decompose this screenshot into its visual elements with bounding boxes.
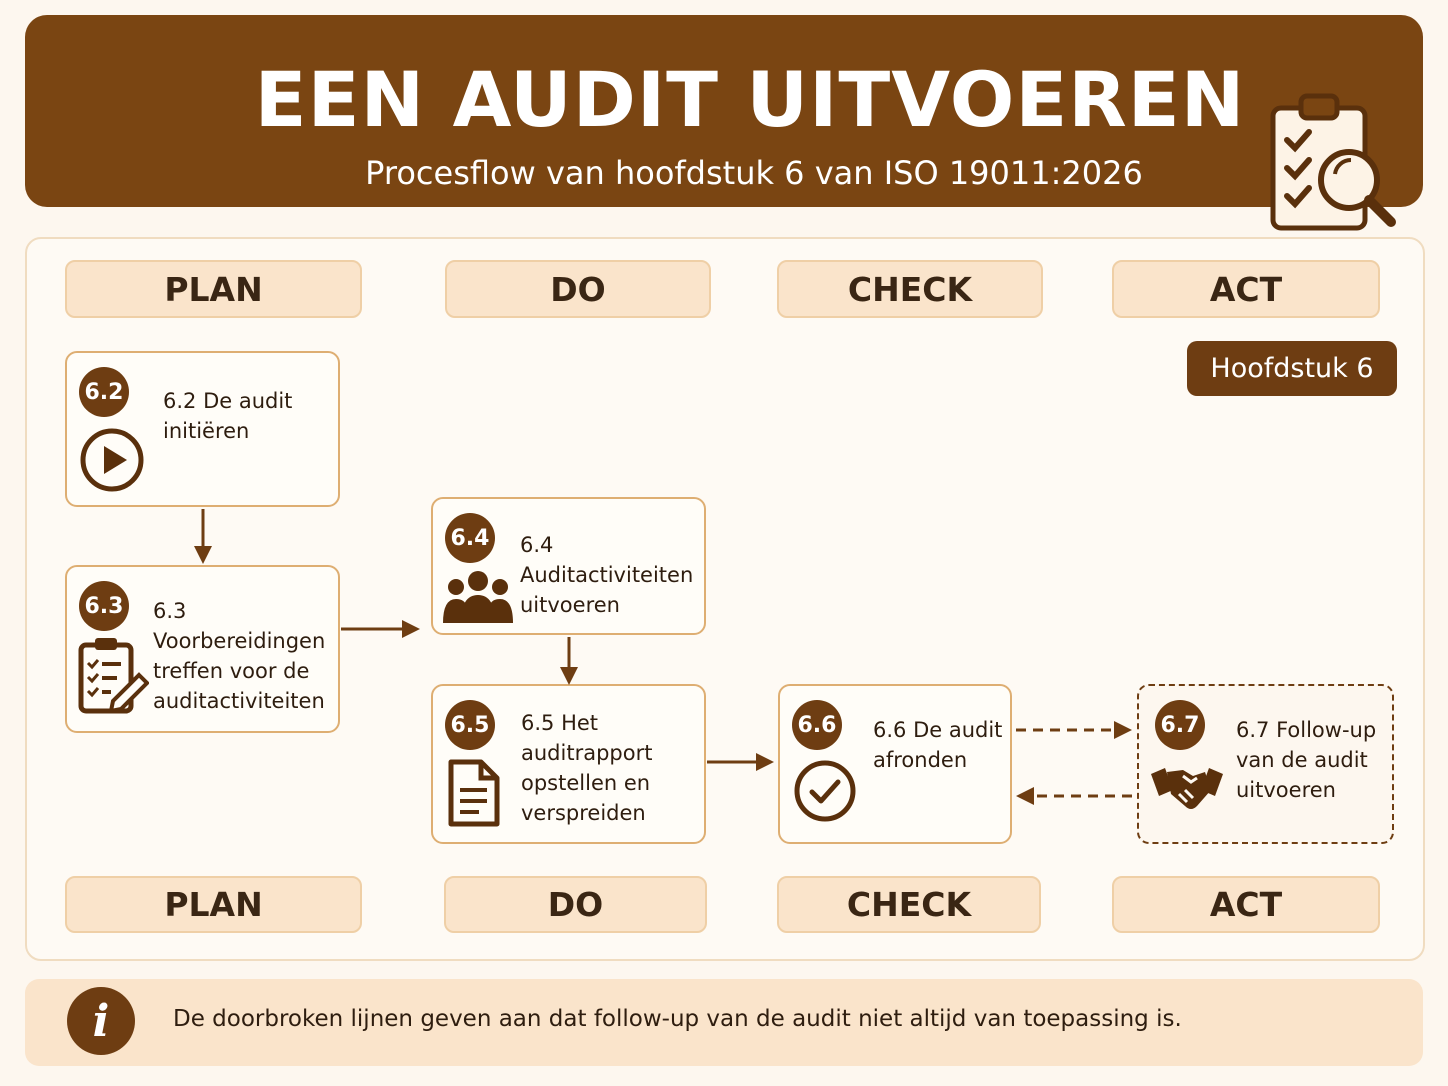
info-icon: i	[67, 987, 135, 1055]
phase-check-bottom: CHECK	[777, 876, 1041, 933]
step-6-6[interactable]: 6.6 6.6 De audit afronden	[778, 684, 1012, 844]
step-label-line: van de audit	[1236, 748, 1368, 772]
step-6-2[interactable]: 6.2 6.2 De audit initiëren	[65, 351, 340, 507]
step-number-badge: 6.2	[79, 367, 129, 417]
step-number-badge: 6.7	[1155, 700, 1205, 750]
phase-do-bottom: DO	[444, 876, 707, 933]
step-label-line: 6.5 Het	[521, 711, 599, 735]
phase-act-top: ACT	[1112, 260, 1380, 318]
step-label: 6.7 Follow-up van de audit uitvoeren	[1236, 715, 1376, 805]
step-6-4[interactable]: 6.4 6.4 Auditactiviteiten uitvoeren	[431, 497, 706, 635]
phase-do-top: DO	[445, 260, 711, 318]
step-6-5[interactable]: 6.5 6.5 Het auditrapport opstellen en ve…	[431, 684, 706, 844]
handshake-icon	[1151, 768, 1223, 809]
footer-note: De doorbroken lijnen geven aan dat follo…	[173, 1006, 1182, 1032]
clipboard-pen-icon	[78, 638, 149, 714]
step-6-7[interactable]: 6.7 6.7 Follow-up van de audit uitvoeren	[1137, 684, 1394, 844]
phase-plan-top: PLAN	[65, 260, 362, 318]
phase-check-top: CHECK	[777, 260, 1043, 318]
step-label: 6.5 Het auditrapport opstellen en verspr…	[521, 708, 652, 828]
step-number-badge: 6.5	[445, 700, 495, 750]
step-label-line: 6.6 De audit	[873, 718, 1003, 742]
document-icon	[448, 759, 500, 827]
step-label-line: 6.2 De audit	[163, 389, 293, 413]
step-label-line: 6.4 Auditactiviteiten	[520, 533, 694, 587]
step-label-line: uitvoeren	[520, 593, 620, 617]
step-label-line: opstellen en	[521, 771, 651, 795]
phase-plan-bottom: PLAN	[65, 876, 362, 933]
clipboard-checklist-magnifier-icon	[1270, 93, 1396, 231]
chapter-badge: Hoofdstuk 6	[1187, 341, 1397, 396]
step-label-line: verspreiden	[521, 801, 646, 825]
step-label-line: treffen voor de	[153, 659, 310, 683]
step-label-line: uitvoeren	[1236, 778, 1336, 802]
step-number-badge: 6.4	[445, 513, 495, 563]
step-label: 6.2 De audit initiëren	[163, 386, 292, 446]
step-6-3[interactable]: 6.3 6.3 Voorbereidingen treffen voor de …	[65, 565, 340, 733]
info-footer: i De doorbroken lijnen geven aan dat fol…	[25, 979, 1423, 1066]
step-label: 6.3 Voorbereidingen treffen voor de audi…	[153, 596, 338, 716]
step-label: 6.4 Auditactiviteiten uitvoeren	[520, 530, 704, 620]
phase-act-bottom: ACT	[1112, 876, 1380, 933]
step-number-badge: 6.3	[79, 581, 129, 631]
group-icon	[443, 571, 513, 623]
page-subtitle: Procesflow van hoofdstuk 6 van ISO 19011…	[365, 154, 1143, 192]
play-icon	[80, 428, 144, 492]
step-label-line: auditactiviteiten	[153, 689, 325, 713]
step-label-line: auditrapport	[521, 741, 653, 765]
step-label-line: 6.7 Follow-up	[1236, 718, 1377, 742]
step-number-badge: 6.6	[792, 700, 842, 750]
header-banner: EEN AUDIT UITVOEREN Procesflow van hoofd…	[25, 15, 1423, 231]
page-title: EEN AUDIT UITVOEREN	[254, 55, 1246, 144]
step-label: 6.6 De audit afronden	[873, 715, 1002, 775]
step-label-line: 6.3 Voorbereidingen	[153, 599, 326, 653]
check-circle-icon	[794, 760, 856, 822]
step-label-line: initiëren	[163, 419, 250, 443]
step-label-line: afronden	[873, 748, 968, 772]
